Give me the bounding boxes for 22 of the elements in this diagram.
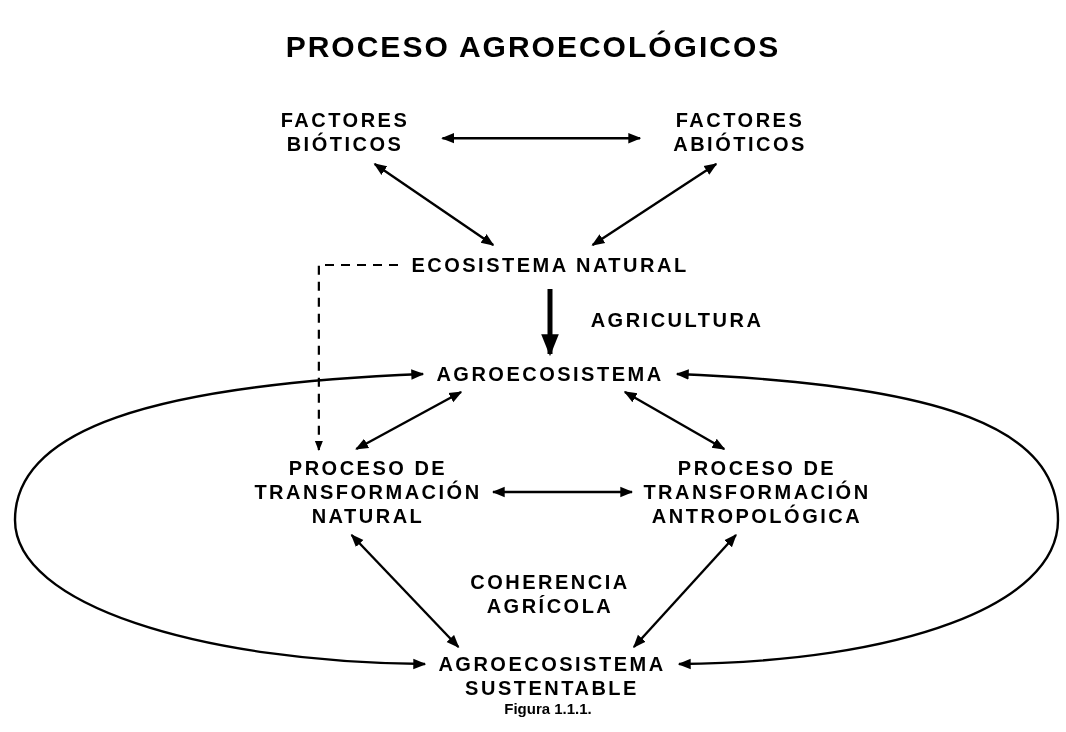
figure-caption: Figura 1.1.1. [504,700,592,717]
diagram-title: PROCESO AGROECOLÓGICOS [285,30,781,64]
arrow [373,163,495,246]
arrow [350,534,460,648]
dashed-arrow [314,263,398,451]
node-label: AGROECOSISTEMA SUSTENTABLE [435,650,669,702]
arrow [633,534,737,648]
node-label: FACTORES ABIÓTICOS [670,106,810,158]
thick-arrow [541,289,559,357]
arrow [675,369,1060,669]
node-label: PROCESO DE TRANSFORMACIÓN ANTROPOLÓGICA [640,454,874,530]
text-label: COHERENCIA AGRÍCOLA [469,570,631,619]
arrow [491,486,634,498]
arrow [355,390,463,451]
node-label: PROCESO DE TRANSFORMACIÓN NATURAL [251,454,485,530]
arrow [441,133,642,144]
node-label: ECOSISTEMA NATURAL [408,251,692,279]
arrow [623,390,726,451]
arrow [13,369,427,669]
node-label: AGROECOSISTEMA [433,360,667,388]
node-label: FACTORES BIÓTICOS [277,106,413,158]
arrow [591,163,718,246]
